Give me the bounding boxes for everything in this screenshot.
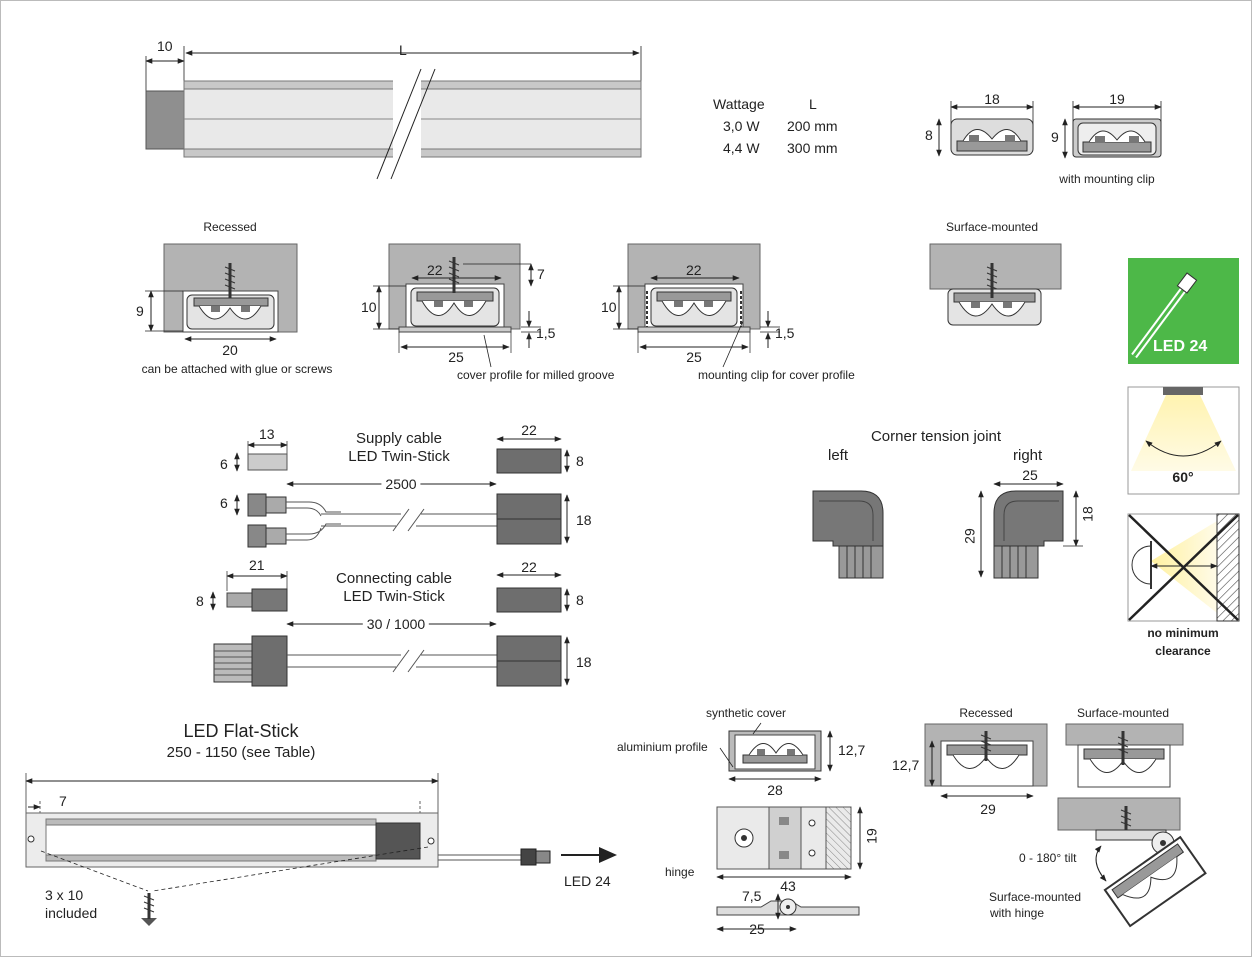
dim-30-1000: 30 / 1000: [362, 616, 430, 633]
table-cell: 200 mm: [787, 118, 838, 134]
dim-7-flat: 7: [59, 793, 67, 809]
caption-glue: can be attached with glue or screws: [141, 362, 333, 376]
dim-13: 13: [259, 426, 275, 442]
connecting-title-2: LED Twin-Stick: [343, 588, 445, 605]
caption-clip-cover: mounting clip for cover profile: [698, 368, 855, 382]
surface-mounted-drawing: [929, 243, 1062, 326]
dim-8-connecting: 8: [576, 592, 584, 608]
table-header-wattage: Wattage: [713, 96, 765, 112]
dim-18: 18: [984, 91, 1000, 107]
caption-milled-groove: cover profile for milled groove: [457, 368, 615, 382]
dim-22-clip: 22: [686, 262, 702, 278]
corner-right-label: right: [1013, 447, 1043, 464]
dim-22-milled: 22: [427, 262, 443, 278]
supply-title-1: Supply cable: [356, 430, 442, 447]
dim-18-corner: 18: [1079, 506, 1096, 522]
dim-19-hinge: 19: [863, 828, 880, 844]
label-hinge: hinge: [665, 865, 695, 879]
br-tilt-label: 0 - 180° tilt: [1019, 851, 1077, 865]
title-recessed: Recessed: [203, 220, 257, 234]
dim-2500: 2500: [381, 476, 421, 493]
led24-badge-label: LED 24: [1153, 338, 1208, 355]
milled-groove-drawing: [373, 243, 541, 368]
dim-28: 28: [767, 782, 783, 798]
table-cell: 4,4 W: [723, 140, 760, 156]
angle-60: 60°: [1172, 469, 1194, 485]
dim-7-milled: 7: [537, 266, 545, 282]
dim-15-clip: 1,5: [775, 325, 795, 341]
br-title-surface: Surface-mounted: [1076, 706, 1170, 720]
br-dim-127: 12,7: [892, 757, 920, 773]
dim-22-connecting: 22: [521, 559, 537, 575]
supply-title-2: LED Twin-Stick: [348, 448, 450, 465]
clearance-line2: clearance: [1155, 644, 1211, 658]
br-surface-drawing: [1065, 723, 1184, 788]
br-dim-29: 29: [980, 801, 996, 817]
dim-10-milled: 10: [361, 299, 377, 315]
dim-43: 43: [780, 878, 796, 894]
br-hinge-label-2: with hinge: [989, 906, 1045, 920]
dim-19: 19: [1109, 91, 1125, 107]
flat-stick-title: LED Flat-Stick: [183, 721, 299, 741]
dim-6-a: 6: [220, 456, 228, 472]
dim-18-connecting: 18: [576, 654, 592, 670]
connecting-title-1: Connecting cable: [336, 570, 452, 587]
dim-29-corner: 29: [961, 528, 978, 544]
supply-cable-drawing: [234, 436, 570, 548]
dim-8-supply: 8: [576, 453, 584, 469]
screw-label-1: 3 x 10: [45, 887, 84, 903]
dim-15-milled: 1,5: [536, 325, 556, 341]
top-stick: [145, 46, 642, 180]
label-synthetic-cover: synthetic cover: [706, 706, 787, 720]
dim-127: 12,7: [838, 742, 866, 758]
dim-20: 20: [222, 342, 238, 358]
dim-75: 7,5: [742, 888, 762, 904]
profile-18-drawing: [936, 101, 1034, 157]
flat-stick-subtitle: 250 - 1150 (see Table): [166, 744, 316, 761]
led24-badge: [1128, 258, 1239, 364]
br-hinge-label-1: Surface-mounted: [988, 890, 1082, 904]
dim-25-clip: 25: [686, 349, 702, 365]
dim-6-b: 6: [220, 495, 228, 511]
recessed-drawing: [145, 243, 298, 342]
dim-18-supply: 18: [576, 512, 592, 528]
dim-8-connecting-plug: 8: [196, 593, 204, 609]
corner-right-drawing: [978, 481, 1083, 579]
flat-stick-drawing: [25, 773, 617, 926]
br-title-recessed: Recessed: [959, 706, 1013, 720]
dim-9-recessed: 9: [136, 303, 144, 319]
dim-9: 9: [1051, 129, 1059, 145]
table-cell: 300 mm: [787, 140, 838, 156]
label-aluminium-profile: aluminium profile: [617, 740, 708, 754]
clearance-line1: no minimum: [1147, 626, 1219, 640]
dim-8: 8: [925, 127, 933, 143]
corner-title: Corner tension joint: [870, 428, 1002, 445]
corner-left-label: left: [828, 447, 849, 464]
profile-19-drawing: [1062, 101, 1162, 159]
screw-label-2: included: [45, 905, 98, 921]
mounting-clip-drawing: [613, 243, 780, 368]
corner-left-drawing: [812, 490, 884, 579]
dim-25-hinge: 25: [749, 921, 765, 937]
dim-25-corner: 25: [1022, 467, 1038, 483]
beam-angle-badge: [1127, 386, 1240, 495]
table-header-length: L: [809, 96, 817, 112]
title-surface-mounted: Surface-mounted: [945, 220, 1039, 234]
dim-10: 10: [157, 38, 173, 54]
table-cell: 3,0 W: [723, 118, 760, 134]
hinge-drawing: [716, 806, 863, 932]
dim-25-milled: 25: [448, 349, 464, 365]
dim-10-clip: 10: [601, 299, 617, 315]
br-hinge-drawing: [1057, 797, 1207, 928]
dim-22-supply: 22: [521, 422, 537, 438]
dim-21: 21: [249, 557, 265, 573]
dim-L: L: [399, 42, 407, 58]
flat-led24-label: LED 24: [564, 873, 611, 889]
br-recessed-drawing: [924, 723, 1048, 799]
clearance-badge: [1127, 513, 1240, 622]
caption-mounting-clip: with mounting clip: [1059, 172, 1155, 186]
profile-28-drawing: [719, 722, 833, 782]
